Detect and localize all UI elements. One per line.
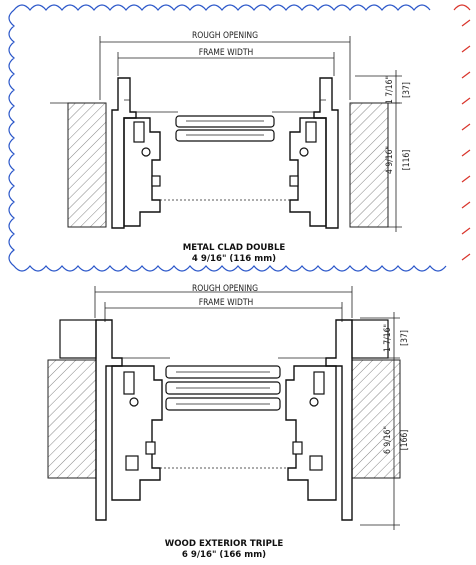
rough-opening-dimension: ROUGH OPENING: [99, 31, 351, 100]
wall-right: [349, 102, 400, 228]
dim-upper-metric: [37]: [402, 82, 412, 98]
wall-left: [47, 319, 97, 479]
frame-profile-left: [95, 319, 170, 521]
frame-profile-right: [278, 319, 353, 521]
caption-title: METAL CLAD DOUBLE: [183, 243, 286, 253]
frame-profile-left: [111, 77, 178, 229]
frame-width-dimension: FRAME WIDTH: [117, 48, 335, 76]
dim-upper-imperial: 1 7/16": [385, 76, 395, 104]
dim-upper-metric: [37]: [400, 330, 410, 346]
rough-opening-label: ROUGH OPENING: [192, 284, 258, 294]
detail-metal-clad-double: ROUGH OPENING FRAME WIDTH: [50, 31, 412, 264]
vertical-dimensions: 1 7/16" [37] 4 9/16" [116]: [355, 70, 412, 232]
glass-unit-triple: [160, 365, 288, 469]
frame-width-dimension: FRAME WIDTH: [104, 298, 343, 322]
frame-profile-right: [272, 77, 339, 229]
caption-subtitle: 6 9/16" (166 mm): [182, 550, 266, 560]
caption-subtitle: 4 9/16" (116 mm): [192, 254, 276, 264]
vertical-dimensions: 1 7/16" [37] 6 9/16" [166]: [360, 312, 410, 530]
wall-right: [351, 319, 401, 479]
detail-wood-exterior-triple: ROUGH OPENING FRAME WIDTH: [47, 284, 410, 560]
glass-unit-double: [160, 115, 290, 201]
dim-lower-imperial: 6 9/16": [383, 426, 393, 454]
dim-lower-metric: [166]: [400, 430, 410, 451]
wall-left: [50, 102, 107, 228]
revision-cloud: [8, 4, 471, 272]
frame-width-label: FRAME WIDTH: [199, 298, 254, 308]
dim-lower-metric: [116]: [402, 150, 412, 171]
dim-lower-imperial: 4 9/16": [385, 146, 395, 174]
frame-width-label: FRAME WIDTH: [199, 48, 254, 58]
dim-upper-imperial: 1 7/16": [383, 324, 393, 352]
caption-title: WOOD EXTERIOR TRIPLE: [165, 539, 284, 549]
rough-opening-dimension: ROUGH OPENING: [94, 284, 353, 318]
rough-opening-label: ROUGH OPENING: [192, 31, 258, 41]
